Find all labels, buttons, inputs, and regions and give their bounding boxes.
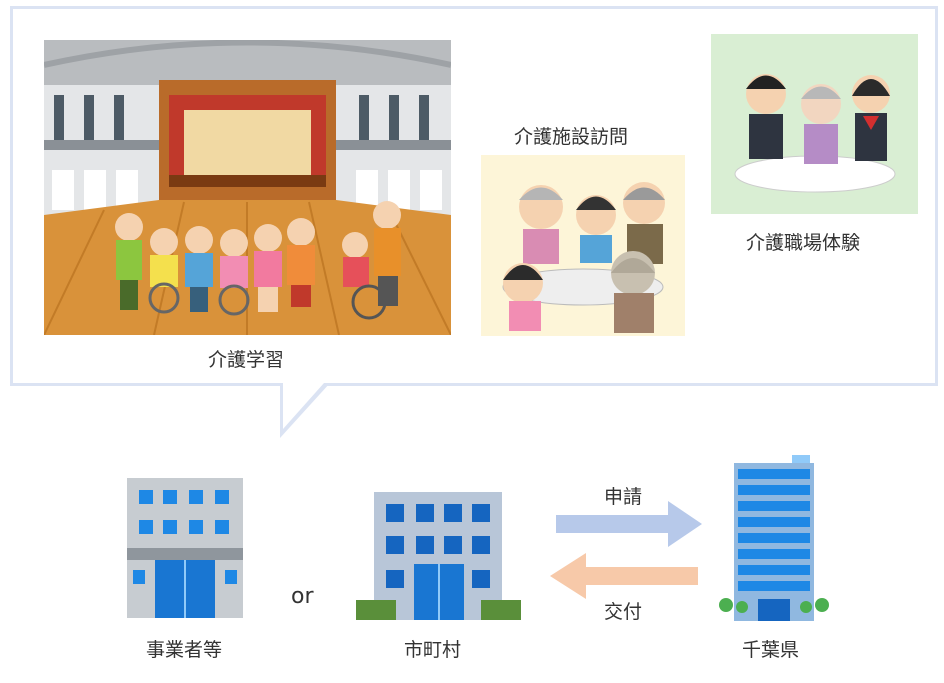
gym-care-study-illustration bbox=[44, 40, 451, 335]
apply-arrow bbox=[556, 501, 702, 547]
grant-arrow bbox=[550, 553, 698, 599]
business-label: 事業者等 bbox=[146, 639, 223, 661]
prefecture-label: 千葉県 bbox=[742, 639, 800, 661]
business-building-icon bbox=[127, 478, 243, 618]
municipality-building-icon bbox=[356, 492, 521, 620]
callout-pointer bbox=[280, 383, 330, 438]
visit-label: 介護施設訪問 bbox=[514, 126, 629, 148]
apply-label: 申請 bbox=[604, 486, 643, 508]
study-label: 介護学習 bbox=[208, 349, 285, 371]
or-label: or bbox=[291, 584, 314, 609]
municipality-label: 市町村 bbox=[404, 639, 462, 661]
workplace-experience-illustration bbox=[711, 34, 918, 214]
prefecture-building-icon bbox=[719, 455, 829, 621]
experience-label: 介護職場体験 bbox=[746, 232, 861, 254]
grant-label: 交付 bbox=[604, 601, 643, 623]
facility-visit-illustration bbox=[481, 155, 685, 336]
